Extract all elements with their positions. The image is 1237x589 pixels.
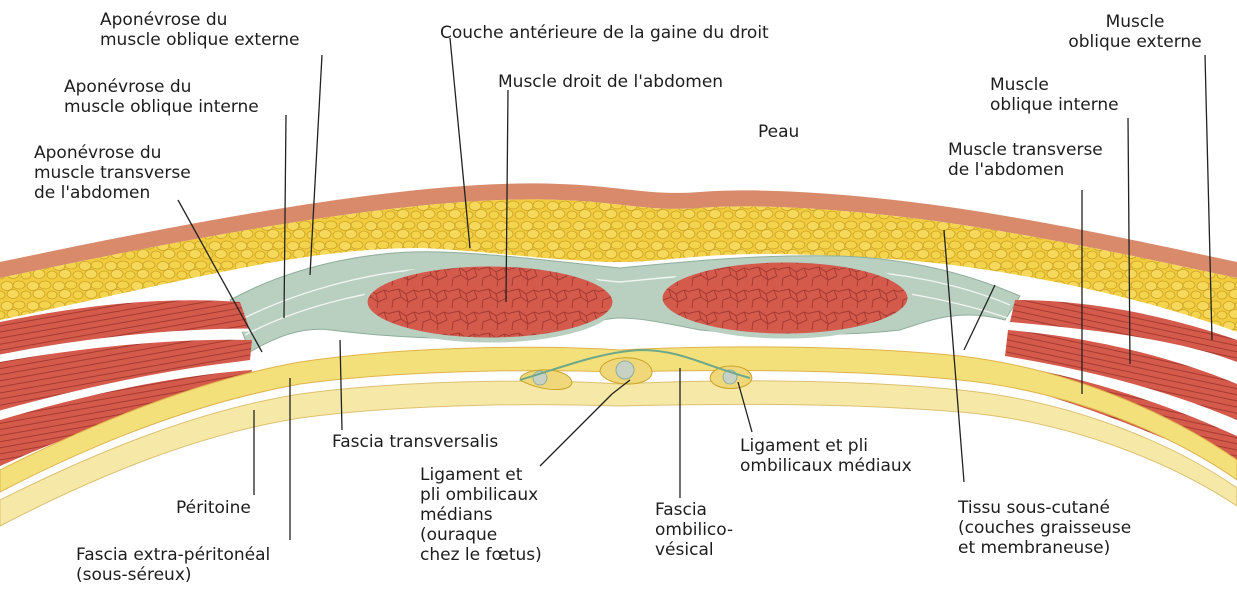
label-muscle-oblique-externe: Muscle oblique externe [1055,12,1215,52]
label-tissu-sous-cutane: Tissu sous-cutané (couches graisseuse et… [958,498,1131,558]
label-muscle-oblique-interne: Muscle oblique interne [990,75,1119,115]
label-peritoine: Péritoine [176,498,251,518]
label-aponevrose-oblique-externe: Aponévrose du muscle oblique externe [100,10,299,50]
label-ligament-mediaux: Ligament et pli ombilicaux médiaux [740,436,912,476]
label-ligament-medians: Ligament et pli ombilicaux médians (oura… [420,465,542,565]
label-fascia-transversalis: Fascia transversalis [332,432,498,452]
label-muscle-droit: Muscle droit de l'abdomen [498,72,723,92]
rectus-muscle-left [365,264,615,340]
label-aponevrose-oblique-interne: Aponévrose du muscle oblique interne [64,77,259,117]
label-peau: Peau [758,122,799,142]
label-aponevrose-transverse: Aponévrose du muscle transverse de l'abd… [34,143,191,203]
label-muscle-transverse: Muscle transverse de l'abdomen [948,140,1103,180]
label-fascia-extra-peritoneal: Fascia extra-péritonéal (sous-séreux) [76,545,270,585]
label-couche-anterieure: Couche antérieure de la gaine du droit [440,23,769,43]
rectus-muscle-right [660,260,910,336]
label-fascia-ombilico-vesical: Fascia ombilico- vésical [655,500,733,560]
